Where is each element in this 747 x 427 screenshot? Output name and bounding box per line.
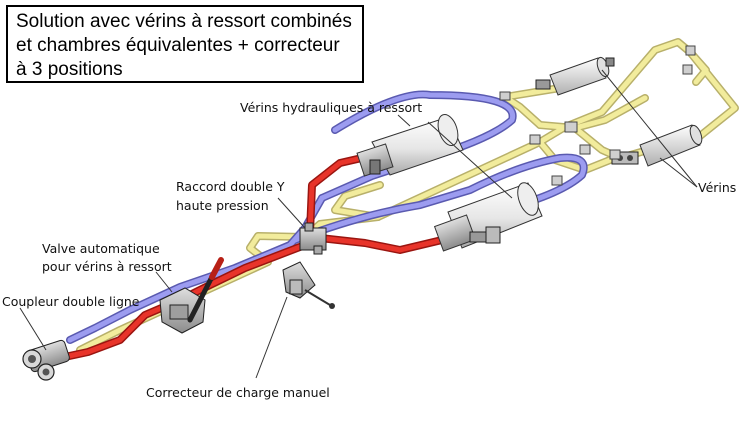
hose-fittings bbox=[499, 45, 696, 186]
spring-cylinder-lower bbox=[433, 182, 543, 252]
leader-lines bbox=[19, 69, 698, 379]
title-line-1: Solution avec vérins à ressort combinés bbox=[16, 11, 352, 32]
small-cylinder-upper bbox=[535, 56, 615, 96]
spring-cylinder-upper bbox=[356, 114, 464, 177]
valve-automatique bbox=[159, 257, 224, 334]
title-line-3: à 3 positions bbox=[16, 59, 123, 80]
label-verins-hydrauliques: Vérins hydrauliques à ressort bbox=[240, 100, 423, 115]
red-hoses bbox=[56, 151, 446, 362]
title-line-2: et chambres équivalentes + correcteur bbox=[16, 35, 340, 56]
label-correcteur: Correcteur de charge manuel bbox=[146, 385, 330, 400]
raccord-double-y bbox=[299, 222, 327, 255]
label-raccord-line2: haute pression bbox=[176, 198, 269, 213]
label-coupleur: Coupleur double ligne bbox=[2, 294, 140, 309]
small-cylinder-lower bbox=[611, 124, 703, 167]
label-raccord-line1: Raccord double Y bbox=[176, 179, 285, 194]
correcteur-de-charge bbox=[282, 261, 335, 309]
title-box: Solution avec vérins à ressort combinés … bbox=[6, 5, 364, 83]
coupleur-double-ligne bbox=[22, 339, 70, 381]
label-valve-line1: Valve automatique bbox=[42, 241, 160, 256]
label-verins: Vérins bbox=[698, 180, 737, 195]
label-valve-line2: pour vérins à ressort bbox=[42, 259, 172, 274]
